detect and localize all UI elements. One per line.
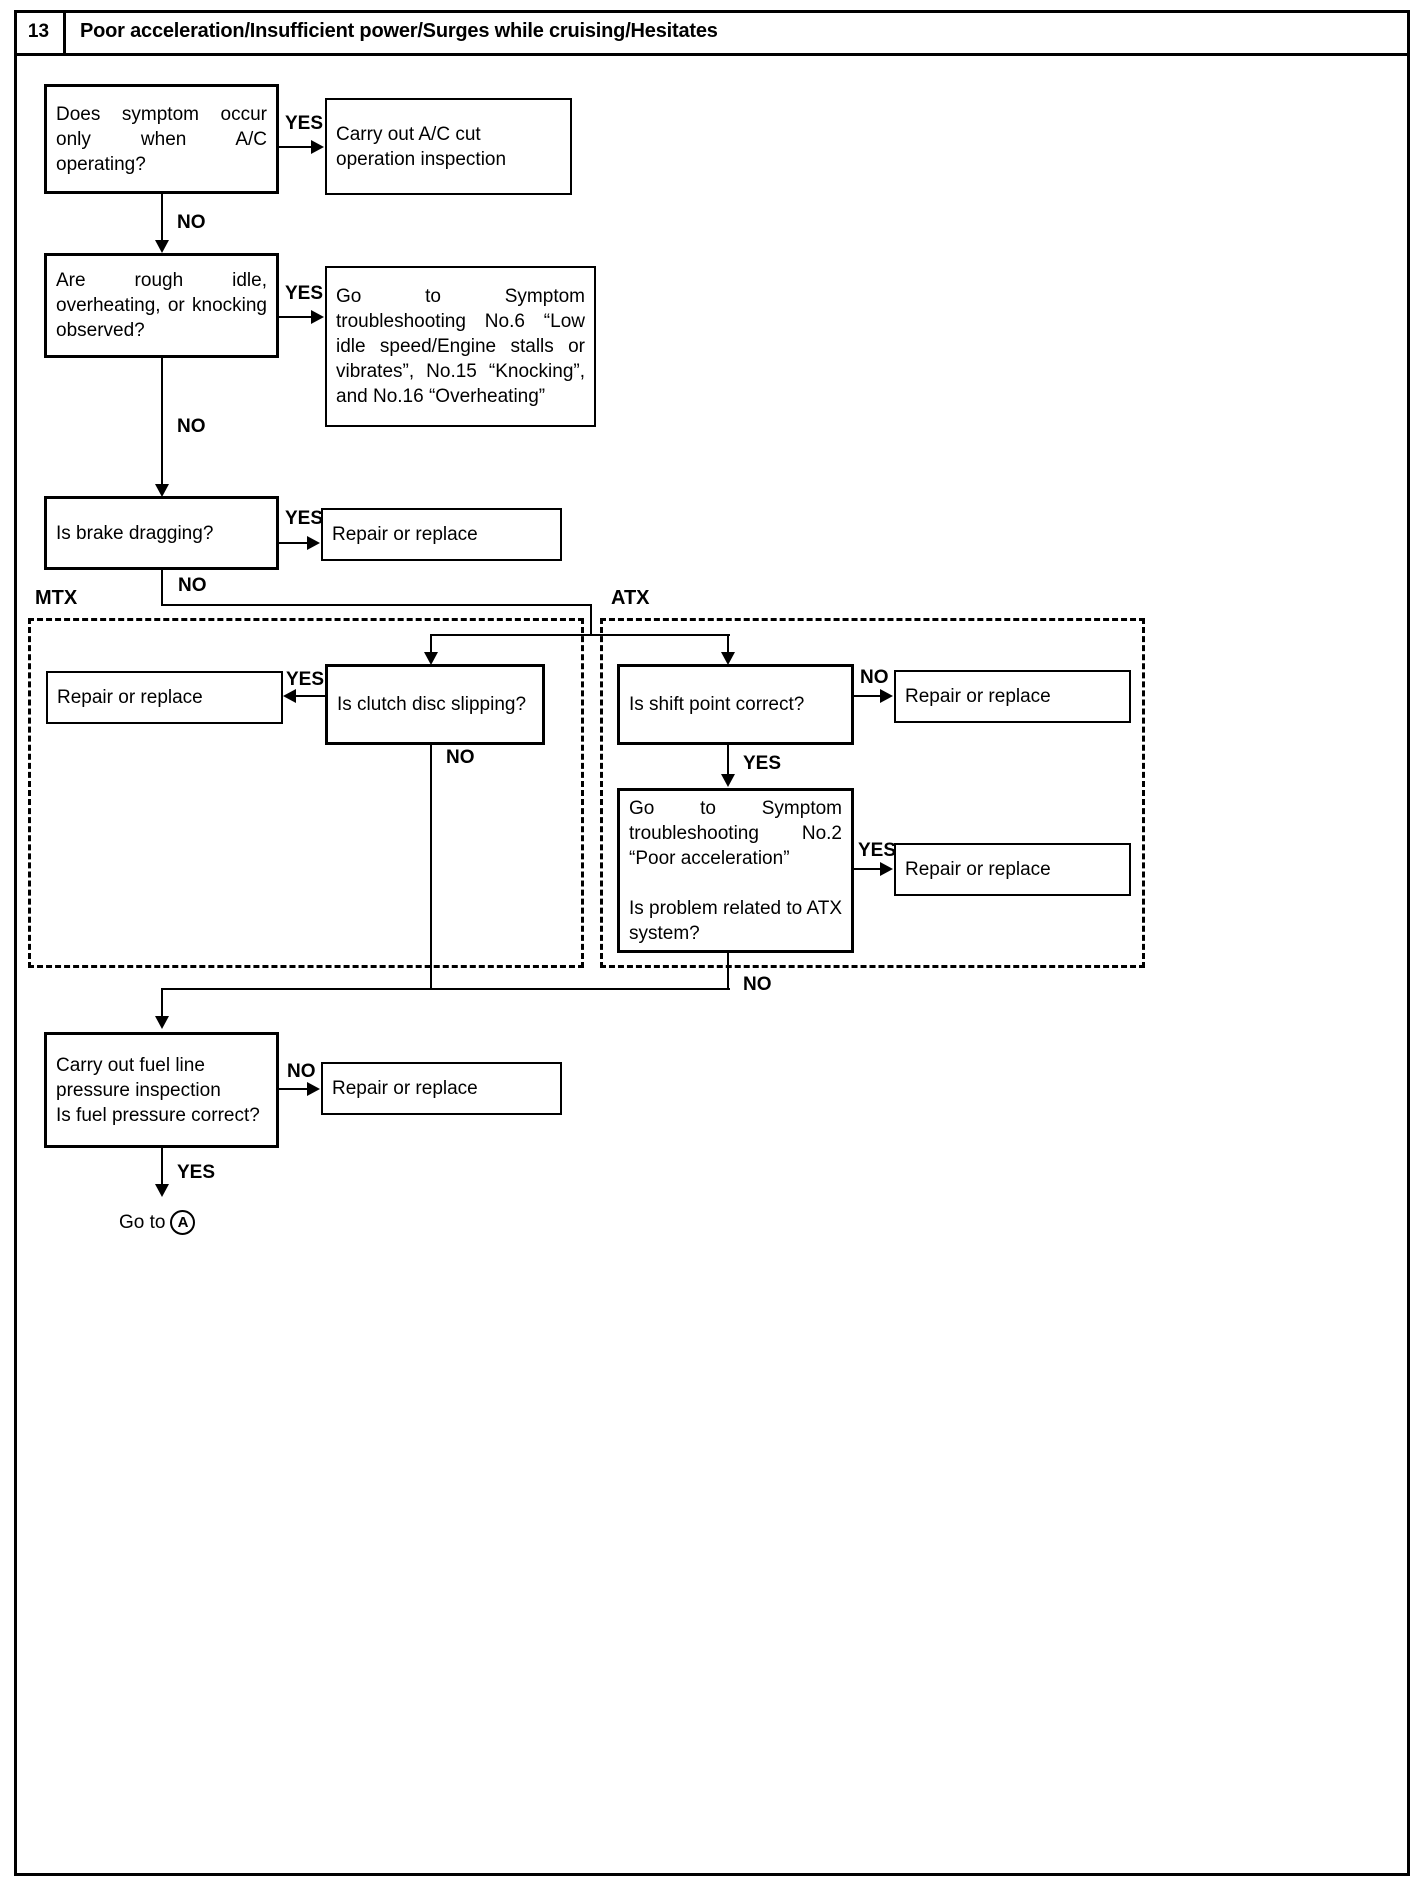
edge-label-clutch-yes: YES	[286, 669, 325, 690]
edge-brake-yes-arrowhead	[307, 536, 320, 550]
edge-label-brake-no: NO	[178, 575, 207, 596]
edge-rough-no-line	[161, 358, 163, 492]
node-question-rough-idle[interactable]: Are rough idle, overheating, or knocking…	[44, 253, 279, 358]
edge-label-shift-yes: YES	[743, 753, 782, 774]
node-question-ac-label: Does symptom occur only when A/C operati…	[56, 103, 267, 175]
edge-clutch-yes-arrowhead	[283, 689, 296, 703]
page-header: 13 Poor acceleration/Insufficient power/…	[14, 10, 1410, 56]
node-action-brake[interactable]: Repair or replace	[321, 508, 562, 561]
edge-label-ac-no: NO	[177, 212, 206, 233]
edge-fuel-no-line	[279, 1088, 309, 1090]
edge-label-shift-no: NO	[860, 667, 889, 688]
edge-split-right-arrowhead	[721, 652, 735, 665]
node-action-fuel-pressure-label: Repair or replace	[332, 1078, 478, 1099]
node-question-clutch[interactable]: Is clutch disc slipping?	[325, 664, 545, 745]
edge-rough-no-arrowhead	[155, 484, 169, 497]
page-border	[14, 10, 1410, 1876]
edge-ac-no-line	[161, 194, 163, 248]
node-question-rough-idle-label: Are rough idle, overheating, or knocking…	[56, 270, 267, 341]
edge-brake-no-vline2	[590, 604, 592, 634]
edge-rough-yes-line	[279, 316, 313, 318]
edge-label-rough-yes: YES	[285, 283, 324, 304]
edge-clutch-no-line	[430, 745, 432, 990]
node-action-brake-label: Repair or replace	[332, 524, 478, 545]
node-action-ac[interactable]: Carry out A/C cut operation inspection	[325, 98, 572, 195]
node-question-atx-system-label: Go to Symptom troubleshooting No.2 “Poor…	[629, 797, 842, 944]
group-frame-atx	[600, 618, 1145, 968]
goto-reference-a[interactable]: Go to A	[119, 1210, 196, 1235]
node-action-fuel-pressure[interactable]: Repair or replace	[321, 1062, 562, 1115]
edge-ac-yes-line	[279, 146, 313, 148]
node-action-rough-idle-label: Go to Symptom troubleshooting No.6 “Low …	[336, 286, 585, 407]
edge-atx-no-vline	[727, 953, 729, 990]
node-question-fuel-pressure-label: Carry out fuel line pressure inspection …	[56, 1054, 260, 1126]
group-frame-mtx	[28, 618, 584, 968]
edge-label-fuel-no: NO	[287, 1061, 316, 1082]
edge-clutch-yes-line	[296, 695, 325, 697]
edge-brake-yes-line	[279, 542, 309, 544]
node-question-shift-point-label: Is shift point correct?	[629, 694, 805, 715]
goto-label: Go to	[119, 1211, 166, 1233]
page-title: Poor acceleration/Insufficient power/Sur…	[80, 20, 718, 42]
edge-fuel-yes-arrowhead	[155, 1184, 169, 1197]
node-question-brake-label: Is brake dragging?	[56, 522, 214, 544]
node-action-shift-point-label: Repair or replace	[905, 686, 1051, 707]
node-action-clutch[interactable]: Repair or replace	[46, 671, 283, 724]
node-action-clutch-label: Repair or replace	[57, 687, 203, 708]
node-question-shift-point[interactable]: Is shift point correct?	[617, 664, 854, 745]
edge-fuel-no-arrowhead	[307, 1082, 320, 1096]
node-action-atx-system-label: Repair or replace	[905, 859, 1051, 880]
edge-shift-yes-line	[727, 745, 729, 782]
edge-rough-yes-arrowhead	[311, 310, 324, 324]
node-action-ac-label: Carry out A/C cut operation inspection	[336, 123, 507, 170]
edge-shift-no-line	[854, 695, 882, 697]
node-question-ac[interactable]: Does symptom occur only when A/C operati…	[44, 84, 279, 194]
edge-fuel-yes-line	[161, 1148, 163, 1192]
edge-split-right	[727, 634, 729, 659]
edge-shift-yes-arrowhead	[721, 774, 735, 787]
section-number: 13	[14, 10, 66, 53]
group-label-mtx: MTX	[35, 587, 78, 609]
edge-label-rough-no: NO	[177, 416, 206, 437]
node-question-brake[interactable]: Is brake dragging?	[44, 496, 279, 570]
edge-label-atx-yes: YES	[858, 840, 897, 861]
edge-brake-no-vline	[161, 570, 163, 606]
edge-atx-yes-arrowhead	[880, 862, 893, 876]
node-question-fuel-pressure[interactable]: Carry out fuel line pressure inspection …	[44, 1032, 279, 1148]
node-action-atx-system[interactable]: Repair or replace	[894, 843, 1131, 896]
edge-atx-yes-line	[854, 868, 882, 870]
node-question-atx-system[interactable]: Go to Symptom troubleshooting No.2 “Poor…	[617, 788, 854, 953]
edge-bottom-bus	[161, 988, 730, 990]
edge-label-atx-no: NO	[743, 974, 772, 995]
node-question-clutch-label: Is clutch disc slipping?	[337, 694, 527, 715]
edge-split-left	[430, 634, 432, 659]
edge-shift-no-arrowhead	[880, 689, 893, 703]
edge-split-left-arrowhead	[424, 652, 438, 665]
edge-brake-no-hline	[161, 604, 592, 606]
node-action-rough-idle[interactable]: Go to Symptom troubleshooting No.6 “Low …	[325, 266, 596, 427]
edge-bottom-bus-arrowhead	[155, 1016, 169, 1029]
edge-label-brake-yes: YES	[285, 508, 324, 529]
edge-ac-yes-arrowhead	[311, 140, 324, 154]
edge-label-clutch-no: NO	[446, 747, 475, 768]
group-label-atx: ATX	[611, 587, 650, 609]
edge-bottom-bus-down	[161, 988, 163, 1024]
edge-ac-no-arrowhead	[155, 240, 169, 253]
edge-split-bar	[430, 634, 730, 636]
edge-label-ac-yes: YES	[285, 113, 324, 134]
edge-label-fuel-yes: YES	[177, 1162, 216, 1183]
connector-circle-a: A	[170, 1210, 196, 1235]
node-action-shift-point[interactable]: Repair or replace	[894, 670, 1131, 723]
